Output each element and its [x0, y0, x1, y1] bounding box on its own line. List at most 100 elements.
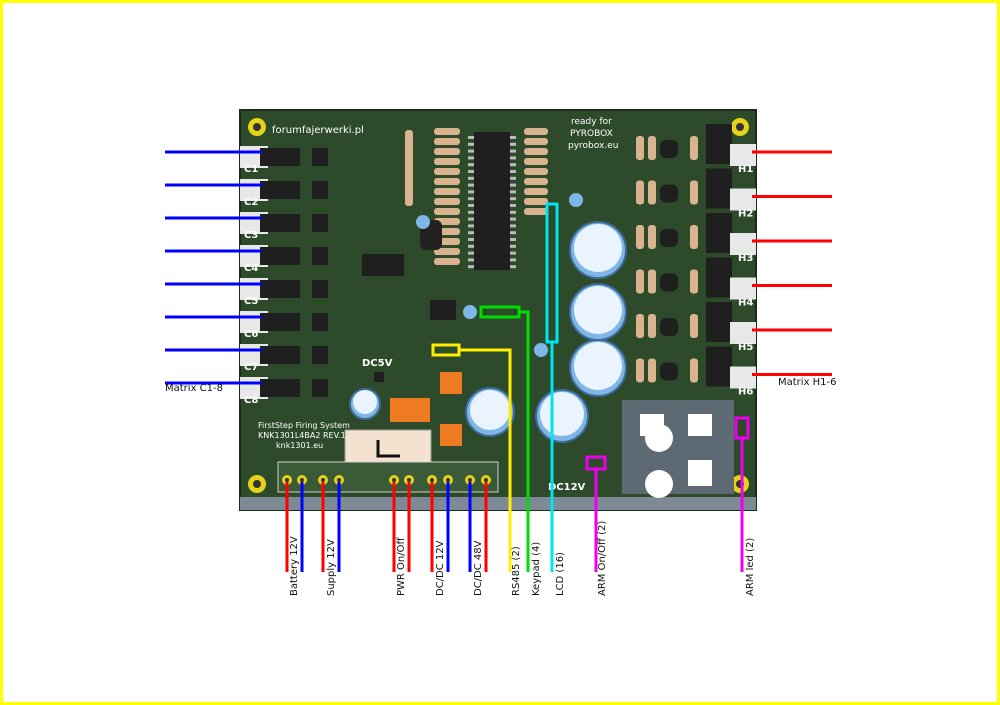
right-resistor: [648, 180, 656, 205]
left-small-transistor: [312, 379, 328, 397]
right-resistor: [648, 225, 656, 249]
left-small-transistor: [312, 247, 328, 265]
mcu-pin: [510, 156, 516, 160]
right-resistor: [636, 358, 644, 383]
pyrobox-text: PYROBOX: [570, 129, 613, 139]
right-resistor: [690, 314, 698, 338]
terminal-housing: [277, 461, 499, 493]
mcu-pin: [468, 197, 474, 201]
stack-resistor: [434, 168, 460, 175]
vertical-resistor: [405, 130, 413, 206]
terminal-screw-center: [468, 478, 472, 482]
mcu-pin: [468, 170, 474, 173]
right-small-transistor: [660, 140, 678, 158]
right-resistor: [636, 180, 644, 205]
left-small-transistor: [312, 313, 328, 331]
left-transistor: [260, 181, 300, 199]
right-transistor: [706, 213, 732, 253]
bottom-label: RS485 (2): [511, 546, 522, 596]
bottom-label: DC/DC 12V: [435, 540, 446, 596]
mcu-pin: [468, 258, 474, 262]
mounting-holes: [248, 118, 749, 493]
mcu-pin: [468, 142, 474, 146]
left-transistor: [260, 247, 300, 265]
left-transistor: [260, 379, 300, 397]
stack-resistor: [434, 148, 460, 155]
left-output-label: C6: [244, 329, 258, 340]
left-output-label: C2: [244, 197, 258, 208]
right-transistor: [706, 168, 732, 209]
left-small-transistor: [312, 214, 328, 232]
left-transistor: [260, 346, 300, 364]
right-resistor: [690, 225, 698, 249]
mcu-pin: [468, 204, 474, 207]
stack-resistor: [524, 158, 548, 165]
left-small-transistor: [312, 346, 328, 364]
ready-for-text: ready for: [571, 117, 612, 127]
right-resistor: [636, 136, 644, 160]
right-output-label: H3: [738, 253, 753, 264]
right-output-pad: [730, 366, 756, 389]
mcu-pin: [468, 251, 474, 255]
left-transistor: [260, 148, 300, 166]
right-resistor: [690, 180, 698, 205]
bottom-label: DC/DC 48V: [473, 540, 484, 596]
ic-u4: [362, 254, 404, 276]
right-resistor: [690, 358, 698, 383]
terminal-block: [277, 461, 499, 493]
terminal-screw-center: [392, 478, 396, 482]
stack-resistor: [434, 128, 460, 135]
stack-resistor: [524, 208, 548, 215]
rs485-wire: [459, 348, 512, 572]
terminal-screw-center: [337, 478, 341, 482]
right-transistor: [706, 346, 732, 387]
mcu-pin: [510, 163, 516, 167]
bottom-label: Supply 12V: [326, 539, 337, 596]
mcu-pin: [510, 224, 516, 228]
stack-resistor: [524, 128, 548, 135]
right-output-label: H5: [738, 342, 753, 353]
right-output-pad: [730, 322, 756, 344]
relay-block: [622, 400, 734, 494]
stack-resistor: [524, 138, 548, 145]
mcu-pin: [510, 170, 516, 173]
mcu-pin: [468, 176, 474, 180]
stack-resistor: [434, 158, 460, 165]
mcu-pin: [468, 244, 474, 248]
dc12v-text: DC12V: [548, 482, 586, 493]
model-url-text: knk1301.eu: [276, 441, 323, 450]
terminal-screw-center: [300, 478, 304, 482]
stack-resistor: [524, 168, 548, 175]
bottom-label: Battery 12V: [289, 536, 300, 596]
right-small-transistor: [660, 184, 678, 203]
mcu-pin: [510, 265, 516, 269]
mcu-pin: [468, 136, 474, 139]
stack-resistor: [524, 148, 548, 155]
right-matrix-label: Matrix H1-6: [778, 377, 837, 388]
bottom-label: LCD (16): [555, 552, 566, 596]
right-output-label: H6: [738, 387, 753, 398]
mcu-pin: [510, 142, 516, 146]
mcu-pin: [510, 258, 516, 262]
right-resistor: [690, 136, 698, 160]
mcu-pin: [468, 156, 474, 160]
mcu-pin: [468, 231, 474, 235]
left-transistor: [260, 313, 300, 331]
left-small-transistor: [312, 181, 328, 199]
right-resistor: [636, 225, 644, 249]
system-name-text: FirstStep Firing System: [258, 421, 350, 430]
bottom-label: ARM On/Off (2): [597, 521, 608, 596]
right-output-pad: [730, 188, 756, 211]
mcu-pin: [510, 244, 516, 248]
bottom-label: Keypad (4): [531, 542, 542, 596]
mcu-pin: [468, 210, 474, 214]
site-text: forumfajerwerki.pl: [272, 125, 364, 136]
stack-resistor: [434, 248, 460, 255]
mcu-pin: [510, 204, 516, 207]
ic-u2: [430, 300, 456, 320]
mcu-pin: [510, 231, 516, 235]
electrolytic-capacitors: [349, 193, 627, 443]
left-output-label: C4: [244, 263, 258, 274]
left-output-label: C5: [244, 296, 258, 307]
